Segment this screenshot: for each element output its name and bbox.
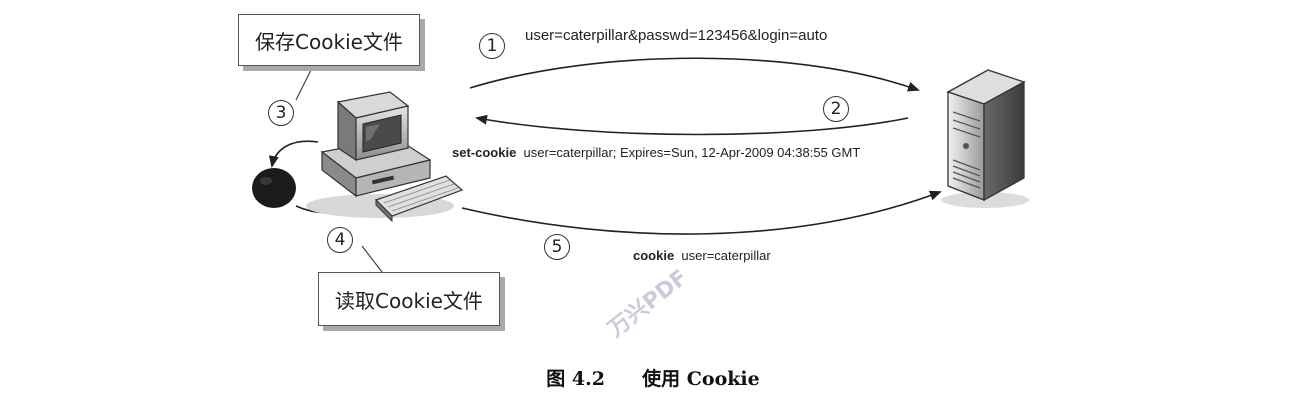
- set-cookie-message: set-cookie user=caterpillar; Expires=Sun…: [452, 145, 860, 160]
- step-5-marker: 5: [544, 234, 570, 260]
- cookie-keyword: cookie: [633, 248, 675, 263]
- step-3-marker: 3: [268, 100, 294, 126]
- cookie-message: cookie user=caterpillar: [633, 248, 771, 263]
- set-cookie-arrow: [475, 114, 909, 136]
- save-cookie-note-text: 保存Cookie文件: [255, 29, 403, 54]
- cookie-request-arrow: [461, 190, 942, 235]
- step-4-marker: 4: [327, 227, 353, 253]
- figure-number: 图 4.2: [546, 368, 605, 390]
- cookie-storage-icon: [252, 168, 296, 208]
- figure-title: 使用 Cookie: [642, 368, 760, 390]
- read-cookie-note: 读取Cookie文件: [318, 272, 500, 326]
- save-note-pointer: [295, 67, 313, 101]
- figure-caption: 图 4.2 使用 Cookie: [0, 364, 1306, 391]
- request-message: user=caterpillar&passwd=123456&login=aut…: [525, 27, 827, 44]
- cookie-value: user=caterpillar: [681, 248, 771, 263]
- step-2-marker: 2: [823, 96, 849, 122]
- step-1-marker: 1: [479, 33, 505, 59]
- set-cookie-value: user=caterpillar; Expires=Sun, 12-Apr-20…: [523, 145, 861, 160]
- read-cookie-note-text: 读取Cookie文件: [335, 288, 483, 313]
- request-arrow: [469, 57, 920, 92]
- set-cookie-keyword: set-cookie: [452, 145, 517, 160]
- save-cookie-note: 保存Cookie文件: [238, 14, 420, 66]
- desktop-computer-icon: [306, 91, 464, 223]
- save-cookie-arrow: [268, 140, 319, 168]
- request-message-text: user=caterpillar&passwd=123456&login=aut…: [525, 27, 828, 44]
- server-tower-icon: [941, 69, 1029, 208]
- read-note-pointer: [361, 245, 383, 273]
